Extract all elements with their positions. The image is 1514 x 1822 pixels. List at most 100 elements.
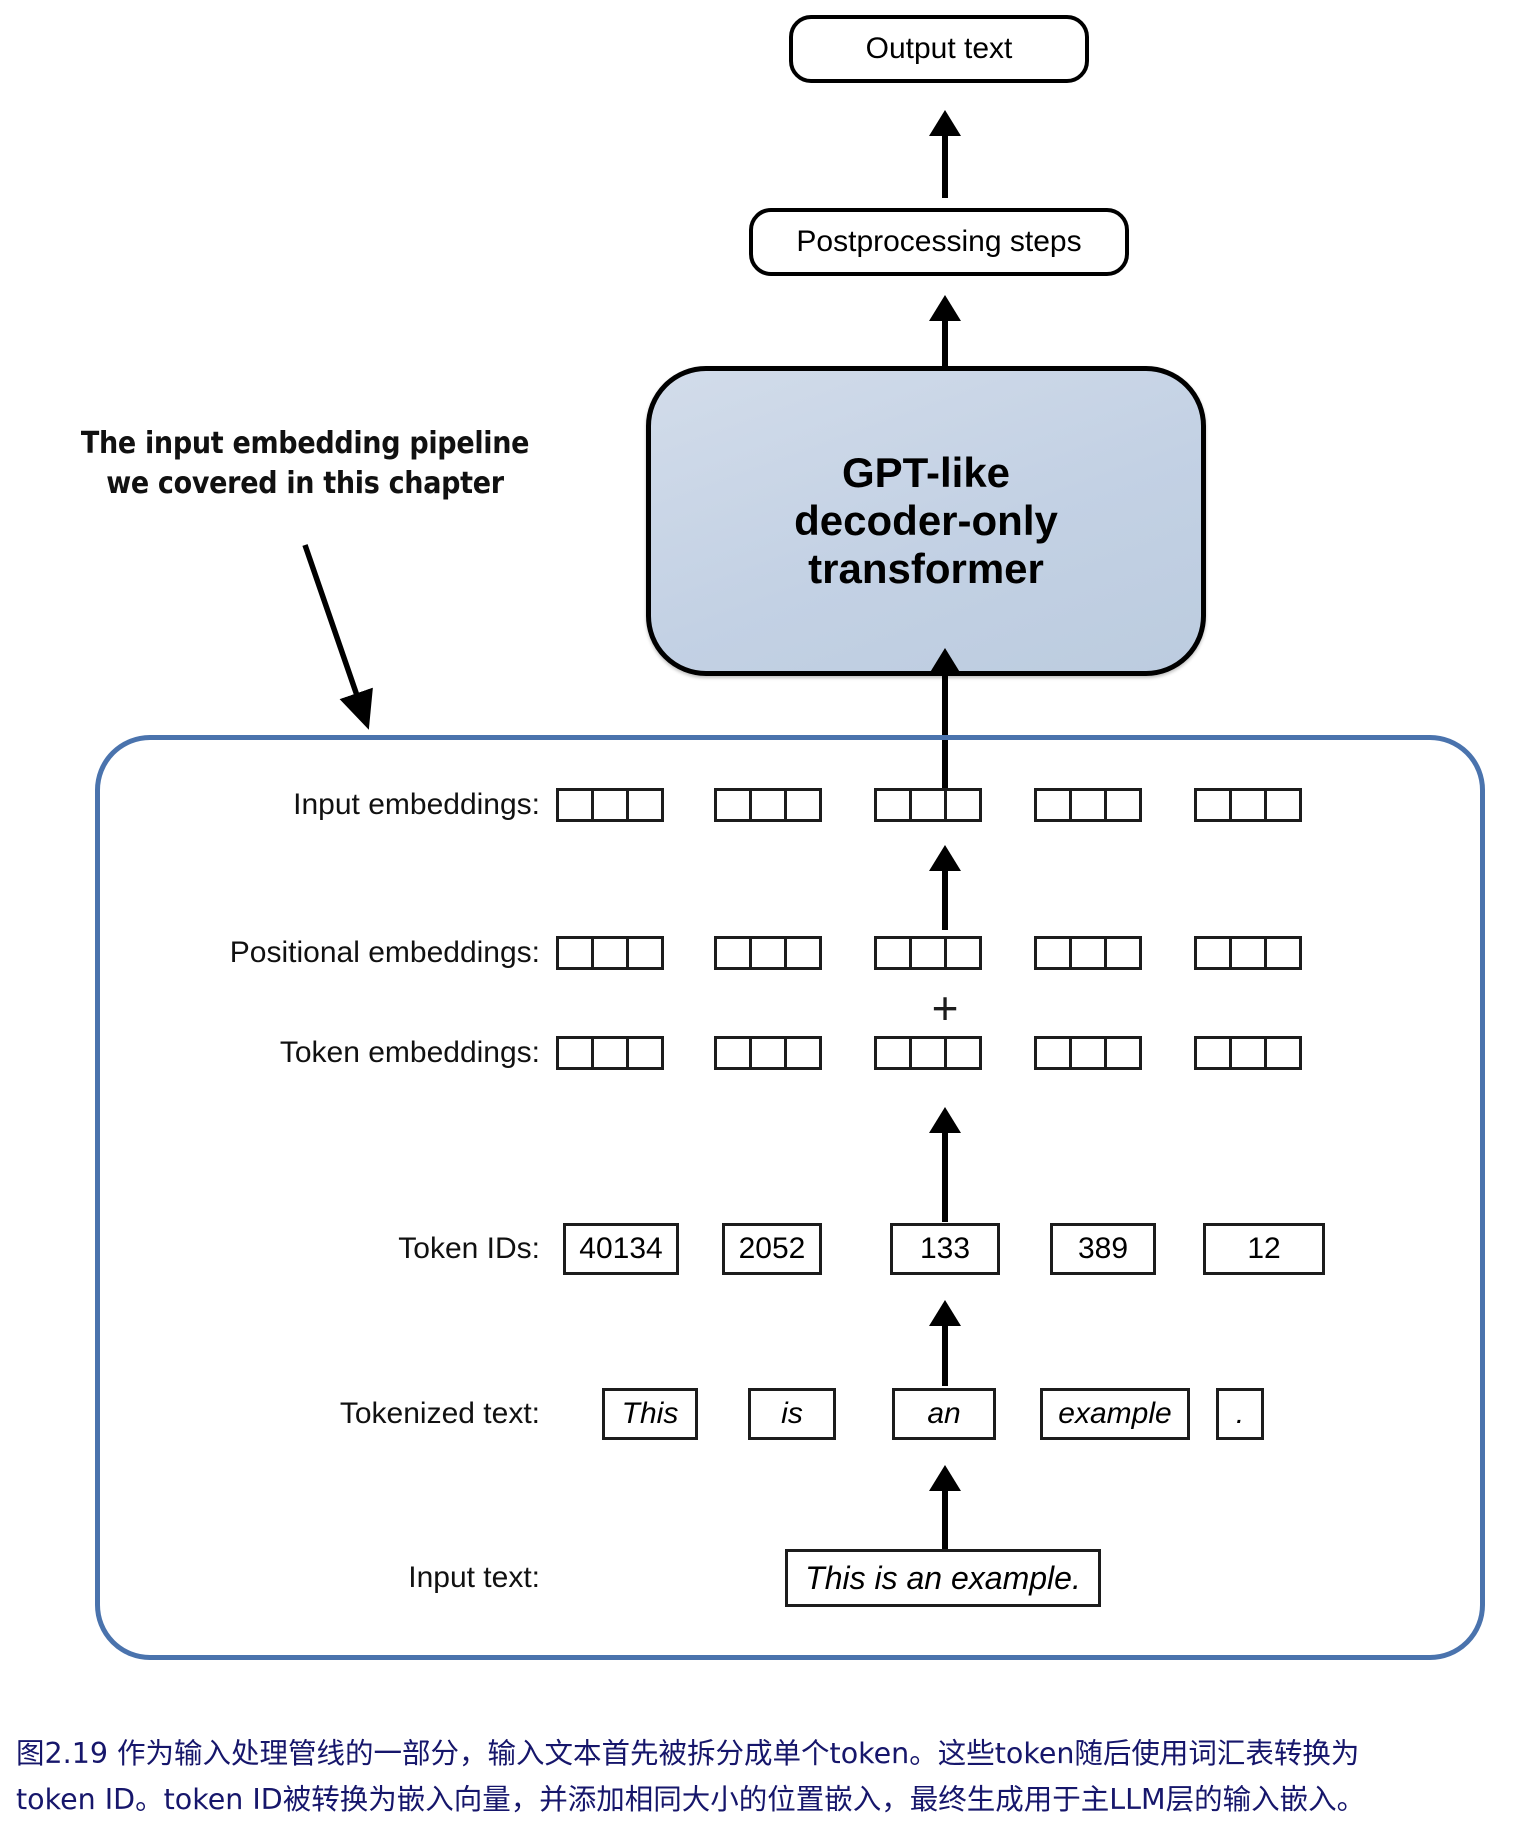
embedding-cell <box>1194 788 1232 822</box>
output-text-box: Output text <box>789 15 1089 83</box>
positional-embeddings-label: Positional embeddings: <box>229 936 540 969</box>
arrow-shaft <box>942 1127 948 1222</box>
embedding-cell <box>1069 788 1107 822</box>
positional-embedding-group <box>874 936 982 970</box>
arrow-shaft <box>942 315 948 375</box>
embedding-cell <box>1264 1036 1302 1070</box>
embedding-cell <box>591 788 629 822</box>
embedding-cell <box>1104 936 1142 970</box>
caption-line-2: token ID。token ID被转换为嵌入向量，并添加相同大小的位置嵌入，最… <box>16 1783 1366 1817</box>
embedding-cell <box>944 1036 982 1070</box>
input-embeddings-label: Input embeddings: <box>293 788 540 821</box>
embedding-cell <box>556 1036 594 1070</box>
token-text-box: an <box>892 1388 996 1440</box>
input-embedding-group <box>714 788 822 822</box>
embedding-cell <box>714 936 752 970</box>
embedding-cell <box>784 936 822 970</box>
embedding-cell <box>944 788 982 822</box>
input-embedding-pipeline-container <box>95 735 1485 1660</box>
token-embedding-group <box>1034 1036 1142 1070</box>
embedding-cell <box>1104 1036 1142 1070</box>
embedding-cell <box>1069 936 1107 970</box>
embedding-cell <box>909 936 947 970</box>
arrow-shaft <box>942 1320 948 1386</box>
embedding-cell <box>1104 788 1142 822</box>
token-text-box: is <box>748 1388 836 1440</box>
token-id-box: 2052 <box>722 1223 822 1275</box>
input-text-box: This is an example. <box>785 1549 1101 1607</box>
embedding-cell <box>1034 936 1072 970</box>
token-text-box: example <box>1040 1388 1190 1440</box>
token-id-box: 389 <box>1050 1223 1156 1275</box>
embedding-cell <box>1229 1036 1267 1070</box>
embedding-cell <box>784 788 822 822</box>
postprocessing-label: Postprocessing steps <box>796 224 1082 258</box>
positional-embedding-group <box>556 936 664 970</box>
embedding-cell <box>749 1036 787 1070</box>
embedding-cell <box>749 936 787 970</box>
embedding-cell <box>909 1036 947 1070</box>
embedding-cell <box>556 936 594 970</box>
embedding-cell <box>1034 1036 1072 1070</box>
annotation-callout: The input embedding pipeline we covered … <box>80 424 530 504</box>
embedding-cell <box>556 788 594 822</box>
embedding-cell <box>714 1036 752 1070</box>
embedding-cell <box>626 936 664 970</box>
arrow-shaft <box>942 865 948 930</box>
arrow-shaft <box>942 1485 948 1551</box>
embedding-cell <box>874 936 912 970</box>
embedding-cell <box>1034 788 1072 822</box>
postprocessing-steps-box: Postprocessing steps <box>749 208 1129 276</box>
token-id-box: 133 <box>890 1223 1000 1275</box>
positional-embedding-group <box>714 936 822 970</box>
positional-embedding-group <box>1034 936 1142 970</box>
token-text-box: This <box>602 1388 698 1440</box>
input-embedding-group <box>874 788 982 822</box>
transformer-line-2: decoder-only <box>794 496 1058 544</box>
input-embedding-group <box>556 788 664 822</box>
positional-embedding-group <box>1194 936 1302 970</box>
annotation-line-2: we covered in this chapter <box>106 466 504 502</box>
embedding-cell <box>1264 936 1302 970</box>
token-embeddings-label: Token embeddings: <box>279 1036 540 1069</box>
token-embedding-group <box>874 1036 982 1070</box>
embedding-cell <box>1194 1036 1232 1070</box>
embedding-cell <box>749 788 787 822</box>
embedding-cell <box>874 788 912 822</box>
plus-icon: + <box>931 982 959 1034</box>
embedding-cell <box>1229 936 1267 970</box>
embedding-cell <box>591 936 629 970</box>
input-embedding-group <box>1194 788 1302 822</box>
annotation-line-1: The input embedding pipeline <box>80 426 530 461</box>
transformer-label: GPT-like decoder-only transformer <box>794 449 1058 594</box>
token-id-box: 40134 <box>563 1223 679 1275</box>
figure-caption: 图2.19 作为输入处理管线的一部分，输入文本首先被拆分成单个token。这些t… <box>16 1731 1498 1822</box>
tokenized-text-label: Tokenized text: <box>339 1397 540 1430</box>
embedding-cell <box>1194 936 1232 970</box>
embedding-cell <box>626 788 664 822</box>
token-embedding-group <box>714 1036 822 1070</box>
embedding-cell <box>591 1036 629 1070</box>
token-embedding-group <box>1194 1036 1302 1070</box>
token-ids-label: Token IDs: <box>398 1232 540 1265</box>
embedding-cell <box>1069 1036 1107 1070</box>
arrow-shaft <box>942 130 948 198</box>
embedding-cell <box>874 1036 912 1070</box>
caption-line-1: 图2.19 作为输入处理管线的一部分，输入文本首先被拆分成单个token。这些t… <box>16 1737 1360 1770</box>
embedding-cell <box>714 788 752 822</box>
embedding-cell <box>1229 788 1267 822</box>
token-embedding-group <box>556 1036 664 1070</box>
embedding-cell <box>944 936 982 970</box>
transformer-line-1: GPT-like <box>841 448 1011 496</box>
input-text-label: Input text: <box>408 1561 540 1594</box>
input-embedding-group <box>1034 788 1142 822</box>
embedding-cell <box>909 788 947 822</box>
embedding-cell <box>784 1036 822 1070</box>
embedding-cell <box>1264 788 1302 822</box>
embedding-cell <box>626 1036 664 1070</box>
output-text-label: Output text <box>865 31 1013 65</box>
annotation-arrow-icon <box>302 544 373 730</box>
gpt-transformer-box: GPT-like decoder-only transformer <box>646 366 1206 676</box>
token-text-box: . <box>1216 1388 1264 1440</box>
